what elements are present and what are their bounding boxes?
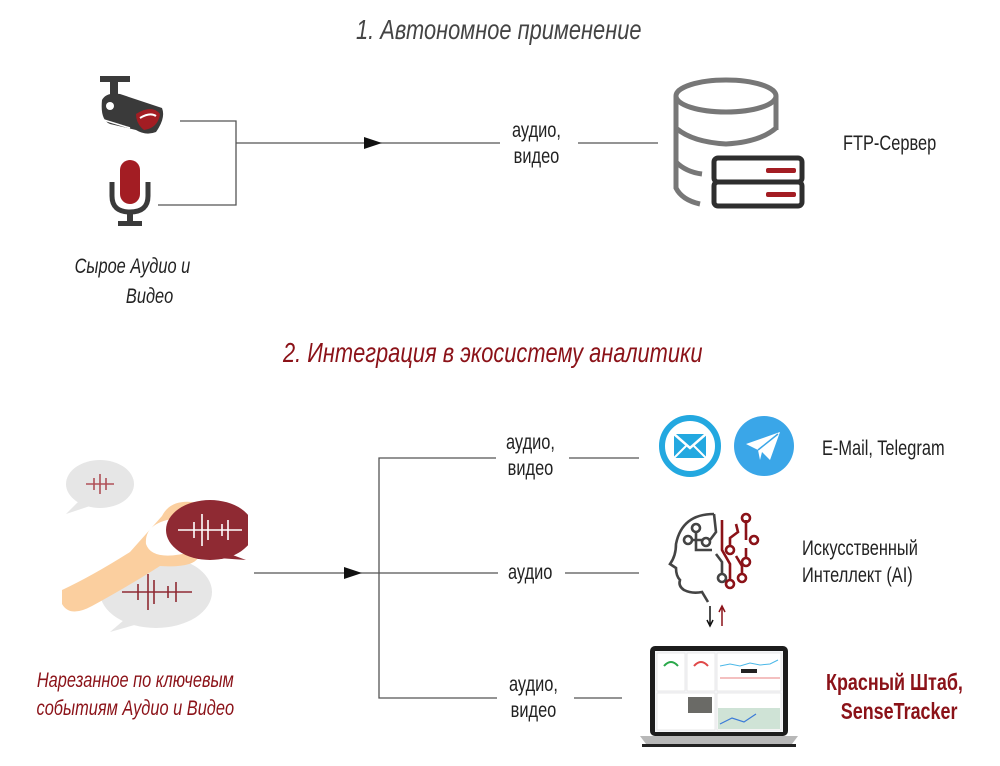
ftp-server-label: FTP-Сервер [843,132,937,155]
section1-connectors [158,120,658,206]
caption-line: событиям Аудио и Видео [36,697,235,720]
branch-label-line: видео [510,699,557,722]
branch1-label: аудио, видео [506,430,555,482]
arrow-head-1 [364,137,382,149]
email-icon [659,415,721,477]
section2-connectors [254,457,639,699]
section2-title: 2. Интеграция в экосистему аналитики [283,337,703,368]
database-server-icon [673,77,805,209]
caption-line: Нарезанное по ключевым [36,669,234,692]
cctv-camera-icon [100,76,164,134]
arrow-head-2 [344,567,362,579]
caption-line: Сырое Аудио и [74,255,191,278]
branch-bracket [378,457,497,699]
section1-title: 1. Автономное применение [356,14,642,45]
branch-label-line: аудио, [506,431,555,454]
ai-label-line: Искусственный [802,537,918,560]
section1-flow-label: аудио, видео [512,118,561,170]
branch-label-line: аудио, [509,673,558,696]
caption-line: Видео [125,285,174,308]
laptop-dashboard-icon [640,646,798,747]
hand-audio-bubbles-icon [62,460,248,632]
section1-source-caption: Сырое Аудио и Видео [70,252,195,312]
red-hq-sensetracker-label: Красный Штаб, SenseTracker [826,668,963,726]
ai-label-line: Интеллект (AI) [802,564,913,587]
branch-label-line: видео [507,457,554,480]
bidirectional-arrows-icon [706,604,726,628]
branch-label-line: аудио [508,561,553,584]
red-hq-label-line: Красный Штаб, [826,669,963,695]
flow-label-line: видео [513,145,560,168]
branch2-label: аудио [508,560,552,586]
camera-line [158,120,237,206]
telegram-icon [734,416,794,476]
branch3-label: аудио, видео [509,672,558,724]
ai-head-icon [668,512,760,603]
microphone-icon [109,160,151,226]
red-hq-label-line: SenseTracker [840,698,958,724]
section2-source-caption: Нарезанное по ключевым событиям Аудио и … [30,667,241,723]
ai-label: Искусственный Интеллект (AI) [802,535,918,589]
flow-label-line: аудио, [512,119,561,142]
email-telegram-label: E-Mail, Telegram [822,437,945,460]
